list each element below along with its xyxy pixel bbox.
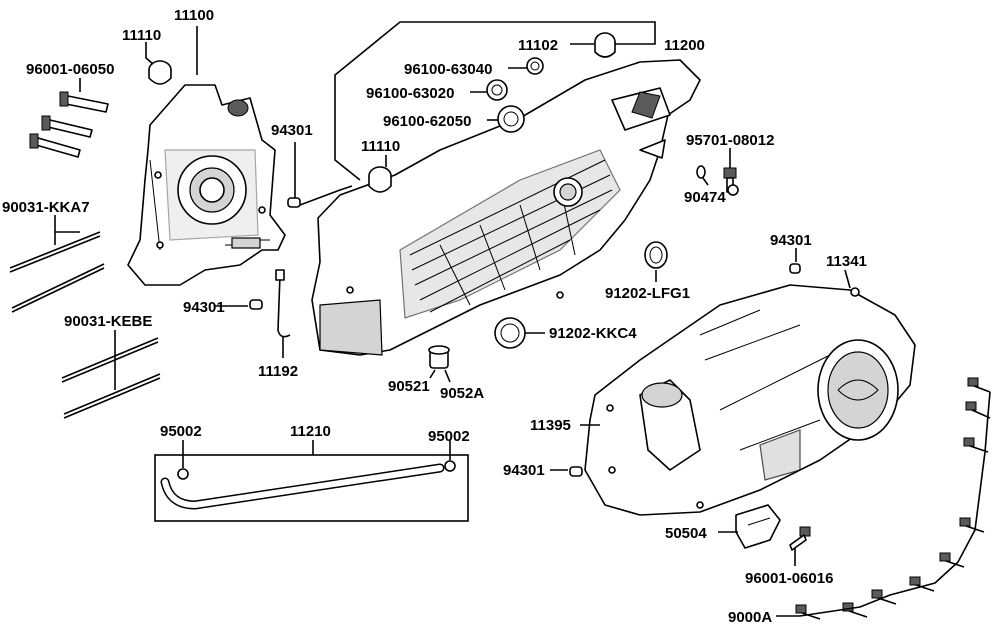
label-90031-kebe: 90031-KEBE [64,313,152,330]
bushing-11110-left [148,60,172,85]
bolt-set-9000a [795,377,991,620]
washer-90474 [696,165,706,179]
label-90031-kka7: 90031-KKA7 [2,199,90,216]
bearing-96100-62050 [497,105,525,133]
label-90474: 90474 [684,189,726,206]
bracket-50504 [735,504,781,549]
stud-set-90031-kebe [61,337,161,419]
right-crankcase-part [311,59,701,356]
crankcase-cover-part [584,284,916,516]
label-11110-right: 11110 [361,138,400,155]
bushing-11102 [594,32,616,58]
dowel-pin-94301-a [287,197,301,208]
label-11395: 11395 [530,417,571,434]
oil-seal-91202-lfg1 [644,241,668,269]
drain-plug-90521 [428,345,450,369]
label-96001-06050: 96001-06050 [26,61,114,78]
label-91202-lfg1: 91202-LFG1 [605,285,690,302]
label-94301-d: 94301 [503,462,545,479]
label-11192: 11192 [258,363,298,380]
label-9052a: 9052A [440,385,484,402]
label-94301-c: 94301 [770,232,812,249]
label-96100-63040: 96100-63040 [404,61,492,78]
bushing-11110-right [368,166,392,193]
label-11110-left: 11110 [122,27,161,44]
wire-bracket [299,185,353,206]
label-91202-kkc4: 91202-KKC4 [549,325,637,342]
bolt-96001-06016 [789,526,811,551]
oil-seal-91202-kkc4 [494,317,526,349]
label-96001-06016: 96001-06016 [745,570,833,587]
label-11100: 11100 [174,7,214,24]
bolt-set-96001-06050 [29,91,109,158]
bolt-95701-08012 [723,167,739,196]
left-crankcase-part [127,84,286,286]
label-96100-63020: 96100-63020 [366,85,454,102]
dowel-pin-94301-c [789,263,801,274]
label-95002-right: 95002 [428,428,470,445]
stud-set-90031-kka7 [9,231,105,313]
label-11341: 11341 [826,253,867,270]
dowel-pin-94301-b [249,299,263,310]
clip-11192 [275,269,291,338]
hose-assembly-box [154,454,469,522]
label-95002-left: 95002 [160,423,202,440]
label-96100-62050: 96100-62050 [383,113,471,130]
label-11200: 11200 [664,37,705,54]
label-95701-08012: 95701-08012 [686,132,774,149]
label-11210: 11210 [290,423,331,440]
label-9000a: 9000A [728,609,772,626]
label-94301-a: 94301 [271,122,313,139]
leader-lines [54,21,991,617]
label-90521: 90521 [388,378,430,395]
dowel-pin-94301-d [569,466,583,477]
label-50504: 50504 [665,525,707,542]
label-11102: 11102 [518,37,558,54]
bearing-96100-63020 [486,79,508,101]
label-94301-b: 94301 [183,299,225,316]
bearing-96100-63040 [526,57,544,75]
